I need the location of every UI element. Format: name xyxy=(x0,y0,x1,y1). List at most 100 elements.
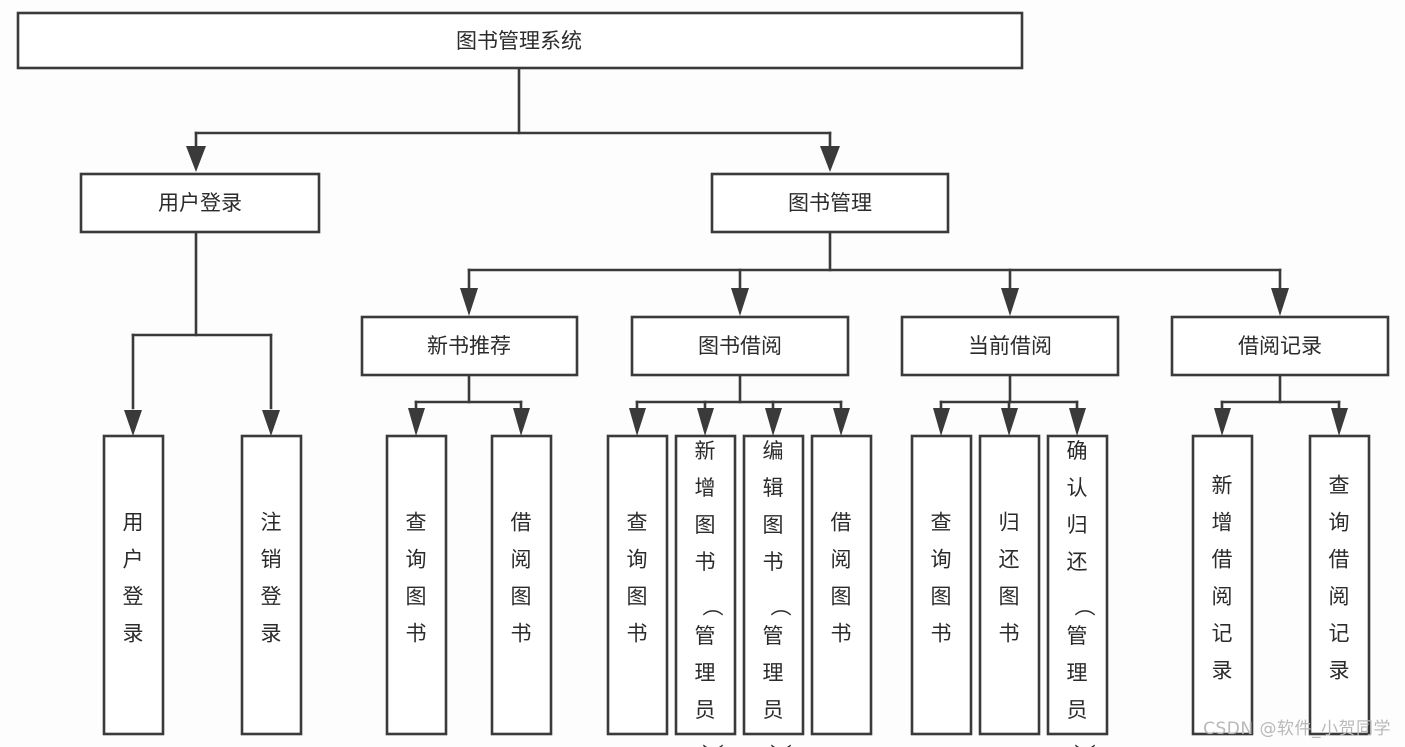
svg-text:图: 图 xyxy=(627,585,648,609)
arrow-head-record xyxy=(1271,288,1289,316)
svg-text:图: 图 xyxy=(406,585,427,609)
node-leaf-user-logout[interactable] xyxy=(240,434,303,736)
arrow-head-leaf-6 xyxy=(697,408,714,436)
node-current-borrow-label: 当前借阅 xyxy=(968,334,1052,358)
svg-text:图: 图 xyxy=(511,585,532,609)
svg-text:理: 理 xyxy=(695,661,716,685)
node-leaf-borrow-lend-book[interactable] xyxy=(810,434,873,736)
node-root-system[interactable]: 图书管理系统 xyxy=(16,11,1024,70)
arrow-head-borrow xyxy=(731,288,749,316)
svg-text:记: 记 xyxy=(1329,622,1350,646)
svg-text:图: 图 xyxy=(931,585,952,609)
svg-text:查: 查 xyxy=(1329,474,1350,498)
svg-text:（: （ xyxy=(700,596,724,617)
svg-text:管: 管 xyxy=(763,624,784,648)
svg-text:）: ） xyxy=(700,744,724,747)
svg-text:员: 员 xyxy=(695,698,716,722)
svg-text:图: 图 xyxy=(831,585,852,609)
node-book-management[interactable]: 图书管理 xyxy=(710,172,950,234)
svg-text:确: 确 xyxy=(1067,439,1088,463)
arrow-head-leaf-1 xyxy=(124,410,142,436)
svg-text:查: 查 xyxy=(627,511,648,535)
svg-text:借: 借 xyxy=(1212,548,1233,572)
arrow-head-user-login xyxy=(186,146,206,172)
svg-text:书: 书 xyxy=(511,622,532,646)
arrow-head-leaf-13 xyxy=(1331,408,1348,436)
arrow-head-current xyxy=(1001,288,1019,316)
svg-text:记: 记 xyxy=(1212,622,1233,646)
svg-text:还: 还 xyxy=(999,548,1020,572)
node-leaf-record-add[interactable] xyxy=(1191,434,1254,736)
svg-text:员: 员 xyxy=(1067,698,1088,722)
node-leaf-recommend-query-book[interactable] xyxy=(385,434,448,736)
node-book-borrow-label: 图书借阅 xyxy=(698,334,782,358)
svg-text:书: 书 xyxy=(831,622,852,646)
svg-text:增: 增 xyxy=(1212,511,1233,535)
svg-text:图: 图 xyxy=(695,513,716,537)
node-borrow-record[interactable]: 借阅记录 xyxy=(1170,315,1390,377)
arrow-head-leaf-11 xyxy=(1069,408,1086,436)
node-book-management-label: 图书管理 xyxy=(788,191,872,215)
svg-text:管: 管 xyxy=(695,624,716,648)
svg-text:询: 询 xyxy=(627,548,648,572)
svg-text:归: 归 xyxy=(999,511,1020,535)
arrow-heads xyxy=(124,146,1348,436)
node-user-login-label: 用户登录 xyxy=(158,191,242,215)
svg-text:录: 录 xyxy=(261,622,282,646)
svg-text:还: 还 xyxy=(1067,550,1088,574)
svg-text:录: 录 xyxy=(1329,659,1350,683)
node-new-book-recommend[interactable]: 新书推荐 xyxy=(360,315,579,377)
svg-text:用: 用 xyxy=(123,511,144,535)
node-leaf-user-login[interactable] xyxy=(102,434,165,736)
node-root-system-label: 图书管理系统 xyxy=(456,29,582,53)
svg-text:书: 书 xyxy=(406,622,427,646)
svg-text:销: 销 xyxy=(261,548,282,572)
svg-text:）: ） xyxy=(1072,744,1096,747)
leaf-nodes xyxy=(102,434,1371,736)
node-borrow-record-label: 借阅记录 xyxy=(1238,334,1322,358)
svg-text:图: 图 xyxy=(999,585,1020,609)
svg-text:（: （ xyxy=(768,596,792,617)
node-leaf-borrow-add-book[interactable] xyxy=(674,434,737,736)
node-leaf-current-return-book[interactable] xyxy=(978,434,1041,736)
node-leaf-borrow-query-book[interactable] xyxy=(606,434,669,736)
arrow-head-leaf-7 xyxy=(765,408,782,436)
node-current-borrow[interactable]: 当前借阅 xyxy=(900,315,1120,377)
svg-text:阅: 阅 xyxy=(1329,585,1350,609)
svg-text:图: 图 xyxy=(763,513,784,537)
leaf-label-user-login: 用户登录 xyxy=(123,511,144,646)
node-leaf-current-query-book[interactable] xyxy=(910,434,973,736)
arrow-head-leaf-2 xyxy=(262,410,280,436)
svg-text:借: 借 xyxy=(1329,548,1350,572)
svg-text:员: 员 xyxy=(763,698,784,722)
svg-text:录: 录 xyxy=(1212,659,1233,683)
svg-text:书: 书 xyxy=(627,622,648,646)
svg-text:理: 理 xyxy=(763,661,784,685)
node-leaf-record-query[interactable] xyxy=(1308,434,1371,736)
svg-text:书: 书 xyxy=(999,622,1020,646)
svg-text:（: （ xyxy=(1072,596,1096,617)
svg-text:询: 询 xyxy=(1329,511,1350,535)
arrow-head-book-mgmt xyxy=(820,146,840,172)
svg-text:新: 新 xyxy=(1212,474,1233,498)
svg-text:阅: 阅 xyxy=(511,548,532,572)
node-user-login[interactable]: 用户登录 xyxy=(79,172,321,234)
arrow-head-leaf-4 xyxy=(513,408,530,436)
arrow-head-leaf-5 xyxy=(629,408,646,436)
node-leaf-borrow-edit-book[interactable] xyxy=(742,434,805,736)
svg-text:辑: 辑 xyxy=(763,476,784,500)
node-leaf-current-confirm-return[interactable] xyxy=(1046,434,1109,736)
node-book-borrow[interactable]: 图书借阅 xyxy=(630,315,850,377)
node-leaf-recommend-borrow-book[interactable] xyxy=(490,434,553,736)
svg-text:管: 管 xyxy=(1067,624,1088,648)
